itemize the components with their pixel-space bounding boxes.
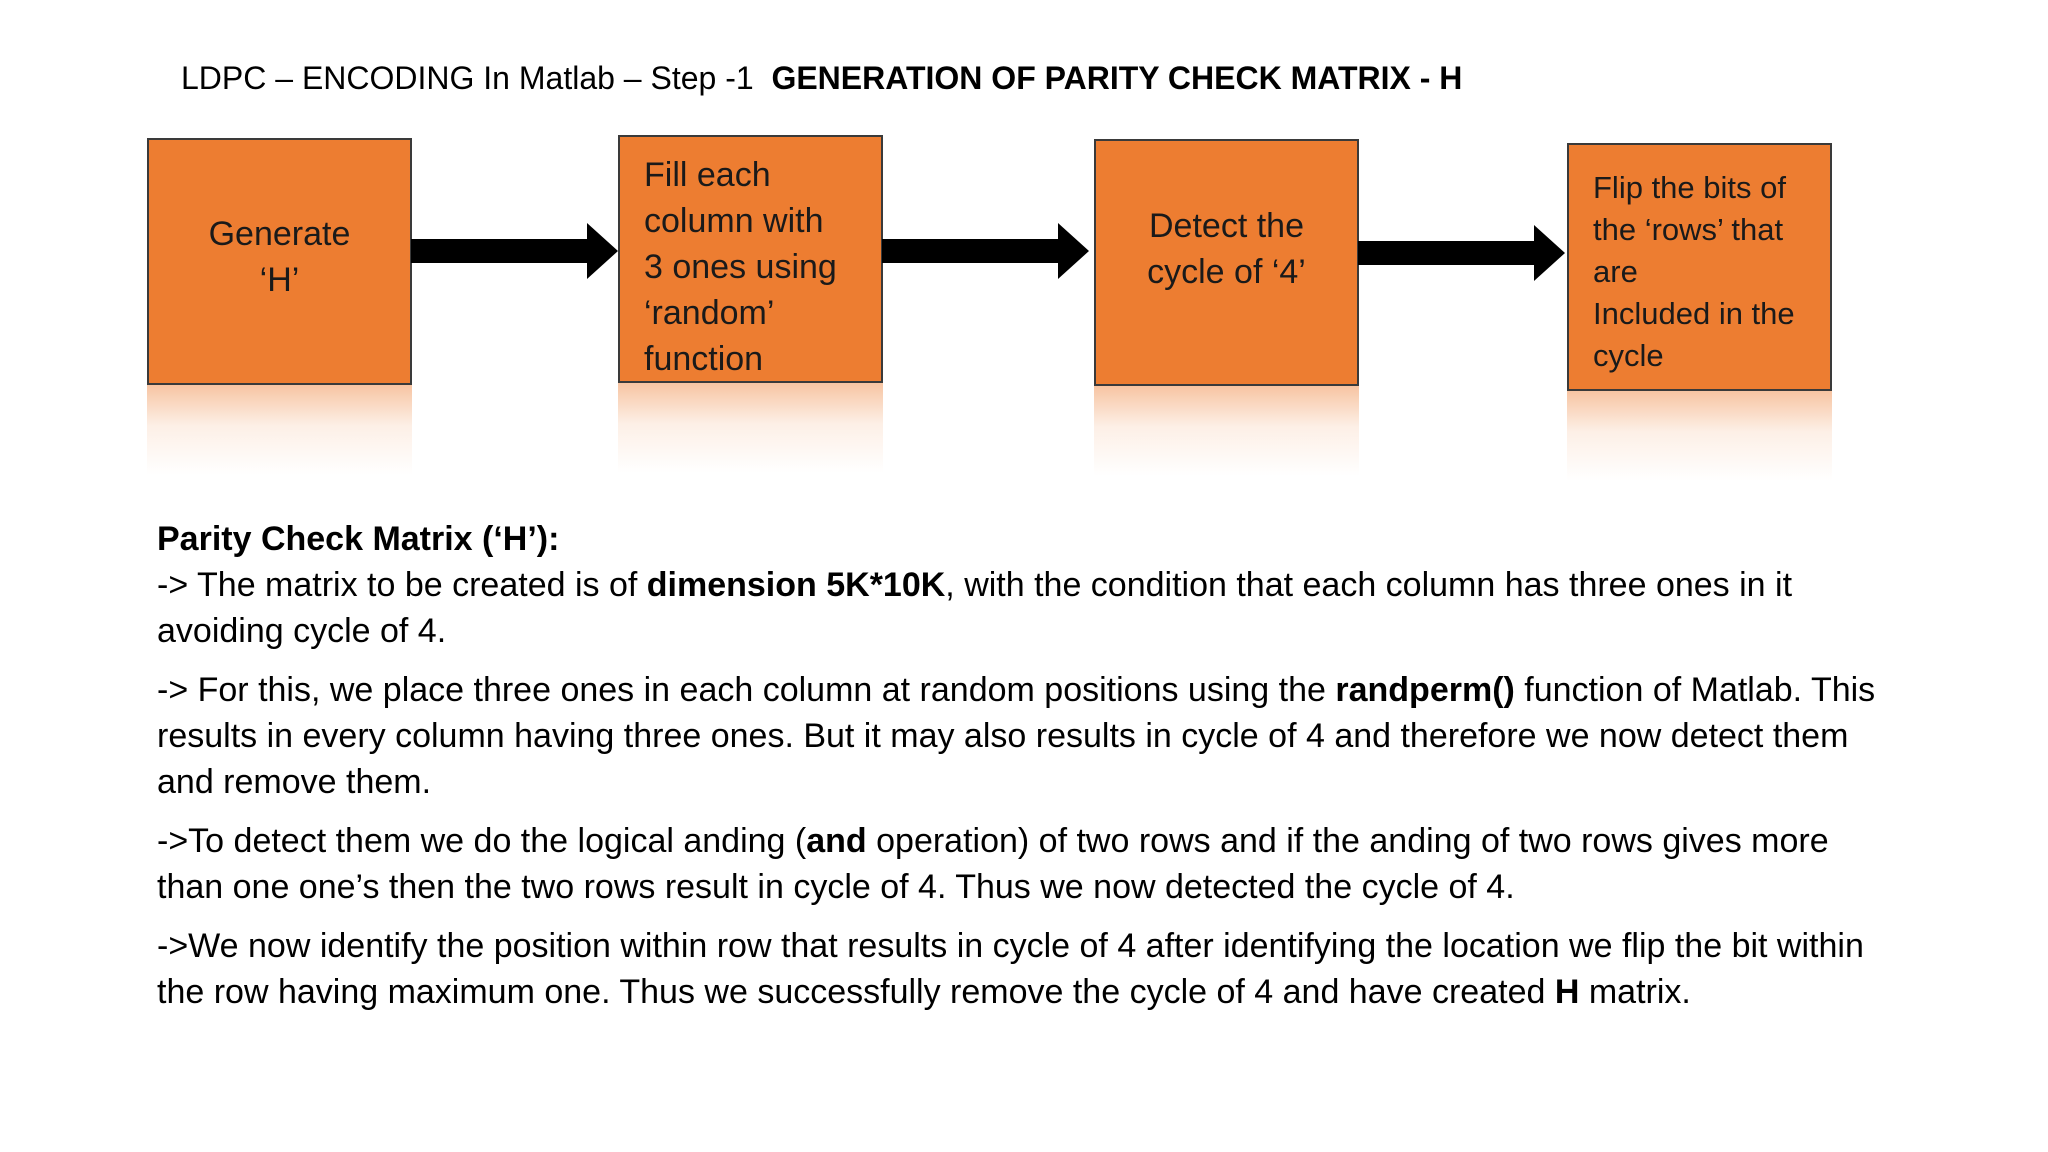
title-prefix: LDPC – ENCODING In Matlab – Step -1 [181, 60, 754, 96]
step-box-fill-columns: Fill each column with 3 ones using ‘rand… [618, 135, 883, 383]
paragraph-3: ->To detect them we do the logical andin… [157, 818, 1897, 910]
slide-title: LDPC – ENCODING In Matlab – Step -1 GENE… [181, 56, 1462, 100]
paragraph-2: -> For this, we place three ones in each… [157, 667, 1897, 805]
step-label: Flip the bits of the ‘rows’ that are Inc… [1593, 170, 1795, 373]
paragraph-bold: dimension 5K*10K [646, 566, 946, 604]
paragraph-text: operation) of two rows and if the anding… [157, 822, 1829, 906]
flow-arrow-2 [882, 223, 1089, 279]
paragraph-text: ->To detect them we do the logical andin… [157, 822, 807, 860]
step-label: Detect the cycle of ‘4’ [1147, 207, 1306, 291]
step-label: Generate ‘H’ [208, 215, 351, 299]
paragraph-text: ->We now identify the position within ro… [157, 927, 1864, 1011]
paragraph-text: function of Matlab. This results in ever… [157, 671, 1876, 801]
step-box-detect-cycle: Detect the cycle of ‘4’ [1094, 139, 1359, 386]
paragraph-text: matrix. [1579, 973, 1691, 1011]
paragraph-bold: randperm() [1335, 671, 1515, 709]
paragraph-text: -> For this, we place three ones in each… [157, 671, 1336, 709]
step-box-generate-h: Generate ‘H’ [147, 138, 412, 385]
paragraph-1: -> The matrix to be created is of dimens… [157, 562, 1897, 654]
body-text: Parity Check Matrix (‘H’): -> The matrix… [157, 516, 1897, 1028]
section-heading: Parity Check Matrix (‘H’): [157, 520, 560, 558]
paragraph-4: ->We now identify the position within ro… [157, 923, 1897, 1015]
step-reflection [1094, 386, 1359, 476]
step-reflection [1567, 391, 1832, 481]
flow-arrow-1 [411, 223, 618, 279]
step-reflection [147, 385, 412, 475]
step-box-flip-bits: Flip the bits of the ‘rows’ that are Inc… [1567, 143, 1832, 391]
flow-diagram: Generate ‘H’ Fill each column with 3 one… [0, 0, 2048, 481]
paragraph-bold: and [806, 822, 867, 860]
paragraph-text: , with the condition that each column ha… [157, 566, 1793, 650]
step-reflection [618, 383, 883, 473]
title-emphasis: GENERATION OF PARITY CHECK MATRIX - H [771, 60, 1463, 96]
step-label: Fill each column with 3 ones using ‘rand… [644, 156, 837, 378]
paragraph-text: -> The matrix to be created is of [157, 566, 647, 604]
flow-arrow-3 [1358, 225, 1565, 281]
paragraph-bold: H [1554, 973, 1580, 1011]
